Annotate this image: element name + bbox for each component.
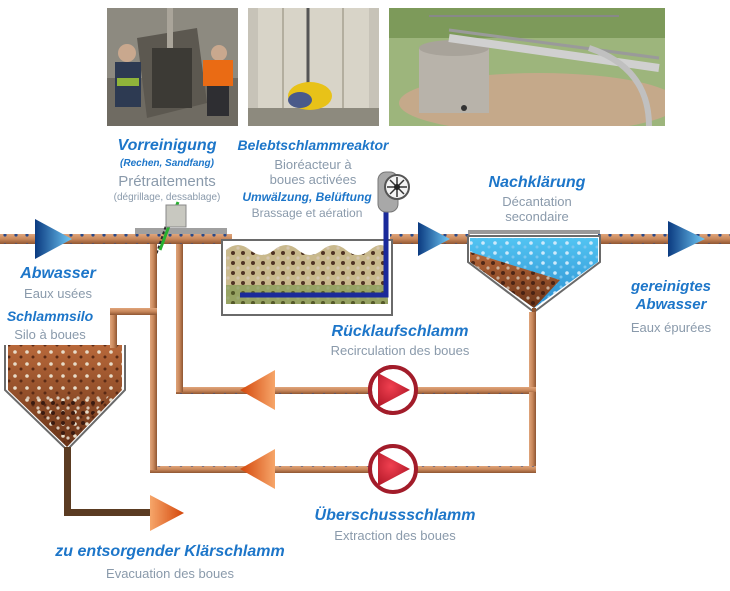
recirculation-label: Recirculation des boues	[330, 343, 470, 358]
sludge-disposal-arrow	[150, 495, 184, 531]
abwasser-label: Abwasser	[20, 265, 96, 282]
reactor-outflow-arrow	[418, 222, 450, 256]
grit-container	[165, 204, 187, 228]
silo-boues-label: Silo à boues	[14, 327, 86, 342]
pretreatment-photo	[107, 8, 238, 126]
boues-activees-label: boues activées	[269, 172, 357, 187]
schlammsilo-label: Schlammsilo	[6, 308, 94, 324]
umwaelzung-label: Umwälzung, Belüftung	[242, 190, 372, 204]
return-pump-icon	[367, 365, 418, 415]
clarifier-photo	[389, 8, 665, 126]
reactor-photo	[248, 8, 379, 126]
effluent-flow-arrow	[668, 221, 705, 257]
entsorgen-label: zu entsorgender Klärschlamm	[55, 543, 285, 560]
excess-pump-icon	[368, 444, 418, 494]
decantation-label: Décantation	[502, 194, 572, 209]
reactor-label: Belebtschlammreaktor	[237, 137, 389, 153]
eaux-epurees-label: Eaux épurées	[630, 320, 712, 335]
return-flow-arrow	[240, 370, 275, 410]
pretreatment-screen	[135, 228, 227, 234]
vorreinigung-sub-label: (Rechen, Sandfang)	[120, 158, 214, 169]
pretraitements-sub-label: (dégrillage, dessablage)	[113, 192, 221, 203]
eaux-usees-label: Eaux usées	[24, 286, 92, 301]
ruecklauf-label: Rücklaufschlamm	[331, 323, 469, 340]
extraction-label: Extraction des boues	[334, 528, 456, 543]
nachklaerung-label: Nachklärung	[488, 174, 586, 191]
secondaire-label: secondaire	[505, 209, 569, 224]
ueberschuss-label: Überschussschlamm	[314, 507, 476, 524]
abwasser-out-label: Abwasser	[635, 296, 707, 313]
brassage-label: Brassage et aération	[251, 206, 363, 220]
pretraitements-label: Prétraitements	[118, 173, 216, 190]
influent-flow-arrow	[35, 219, 72, 259]
bioreacteur-label: Bioréacteur à	[274, 157, 352, 172]
excess-flow-arrow	[240, 449, 275, 489]
vorreinigung-label: Vorreinigung	[117, 137, 217, 154]
evacuation-label: Evacuation des boues	[106, 566, 234, 581]
gereinigtes-label: gereinigtes	[630, 278, 712, 295]
